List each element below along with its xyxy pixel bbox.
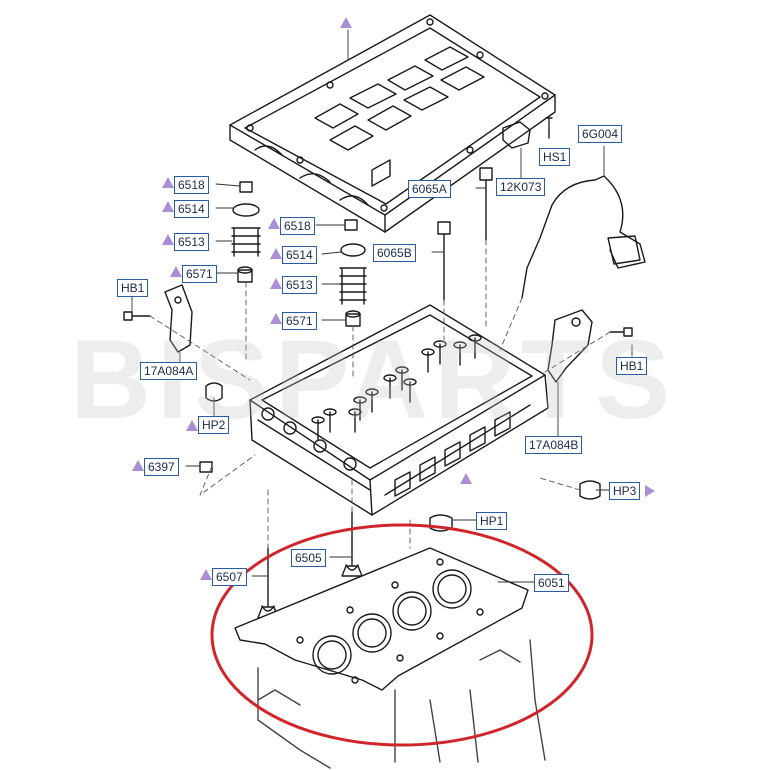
highlight-ellipse [210,523,594,747]
callout-6518-left: 6518 [174,176,209,194]
callout-6571-left: 6571 [182,265,217,283]
note-marker [162,201,174,212]
plug-6397 [199,461,213,473]
callout-6571-right: 6571 [282,312,317,330]
callout-6514-right: 6514 [282,246,317,264]
head-gasket [234,547,529,691]
callout-6505: 6505 [291,549,326,567]
callout-hb1-left: HB1 [117,279,149,297]
callout-6397: 6397 [144,458,179,476]
callout-6513-right: 6513 [282,276,317,294]
plug-hp3 [579,480,601,500]
callout-12k073: 12K073 [496,178,546,196]
bolt-6065a [479,167,493,241]
callout-6065a: 6065A [408,180,451,198]
callout-hb1-right: HB1 [616,357,648,375]
note-marker [162,177,174,188]
note-marker [270,278,282,289]
cylinder-head [249,304,549,516]
callout-6051: 6051 [534,574,569,592]
note-marker [270,248,282,259]
callout-6g004: 6G004 [578,125,623,143]
note-marker [268,218,280,229]
engine-block [257,639,546,769]
callout-hs1: HS1 [539,148,571,166]
harness-connector [607,235,641,265]
callout-6518-right: 6518 [280,217,315,235]
valve-spring-stack-right [339,219,367,327]
callout-6514-left: 6514 [174,200,209,218]
callout-6507: 6507 [212,568,247,586]
camshaft-carrier [229,14,556,233]
callout-hp2: HP2 [198,416,230,434]
valve-6505 [341,511,363,577]
bolt-6065b [437,221,451,301]
callout-6065b: 6065B [373,244,416,262]
note-marker [132,460,144,471]
callout-17a084a: 17A084A [140,362,198,380]
callout-hp3: HP3 [609,482,641,500]
plug-hp2 [205,382,223,402]
bolt-hb1-left [123,311,151,321]
note-marker [340,17,352,28]
note-marker [270,313,282,324]
callout-6513-left: 6513 [174,233,209,251]
glow-plug-harness [521,175,646,299]
note-marker [162,234,174,245]
valve-spring-stack-left [231,181,261,283]
lifting-bracket-right [547,309,593,383]
lifting-bracket-left [164,284,193,353]
note-marker [460,473,472,484]
camshaft-sensor [502,121,531,149]
note-marker [170,266,182,277]
note-marker [186,420,198,431]
bolt-hb1-right [609,327,633,337]
note-marker [200,569,212,580]
note-marker [645,485,655,497]
callout-hp1: HP1 [476,512,508,530]
callout-17a084b: 17A084B [525,436,583,454]
